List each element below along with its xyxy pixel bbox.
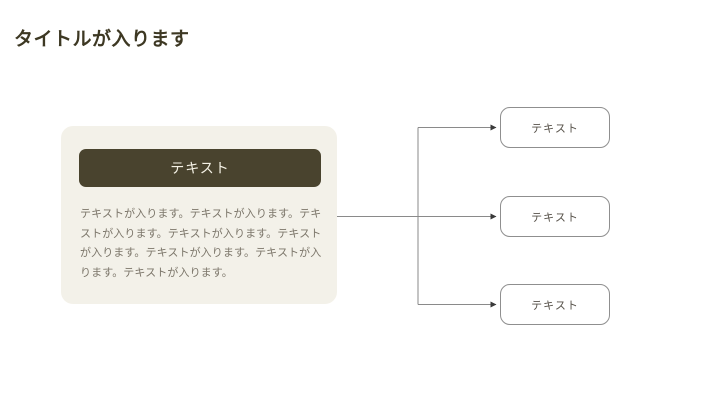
info-card: テキスト テキストが入ります。テキストが入ります。テキストが入ります。テキストが… <box>61 126 337 304</box>
page-title: タイトルが入ります <box>14 28 190 50</box>
info-card-body-text: テキストが入ります。テキストが入ります。テキストが入ります。テキストが入ります。… <box>80 207 322 279</box>
node-box-2: テキスト <box>500 196 610 237</box>
node-box-1: テキスト <box>500 107 610 148</box>
node-box-3: テキスト <box>500 284 610 325</box>
info-card-header: テキスト <box>79 149 321 187</box>
